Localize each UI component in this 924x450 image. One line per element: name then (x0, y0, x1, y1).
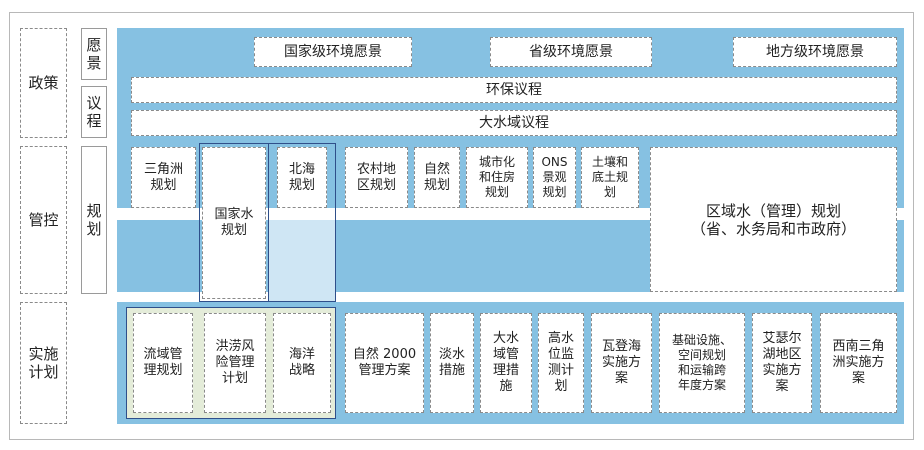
subrow-label-planning: 规 划 (81, 146, 107, 294)
impl-basin: 流域管 理规划 (133, 313, 193, 413)
vision-national: 国家级环境愿景 (254, 37, 412, 67)
row-label-policy: 政策 (20, 28, 67, 138)
plan-north-sea: 北海 规划 (277, 147, 327, 208)
highlight-column-north-sea-outline (268, 143, 336, 302)
highlight-column-north-sea (268, 220, 335, 302)
impl-flood: 洪涝风 险管理 计划 (204, 313, 266, 413)
impl-infra: 基础设施、 空间规划 和运输跨 年度方案 (659, 313, 745, 413)
plan-national-water: 国家水 规划 (202, 147, 266, 299)
impl-wadden: 瓦登海 实施方 案 (591, 313, 652, 413)
impl-ijssel: 艾瑟尔 湖地区 实施方 案 (752, 313, 812, 413)
impl-ocean: 海洋 战略 (273, 313, 331, 413)
plan-ons: ONS 景观 规划 (533, 147, 576, 208)
impl-highwater: 高水 位监 测计 划 (538, 313, 584, 413)
impl-nature2000: 自然 2000 管理方案 (345, 313, 424, 413)
plan-nature: 自然 规划 (414, 147, 460, 208)
agenda-environment: 环保议程 (131, 77, 897, 103)
subrow-label-vision: 愿 景 (81, 28, 107, 80)
impl-sw-delta: 西南三角 洲实施方 案 (820, 313, 897, 413)
vision-local: 地方级环境愿景 (733, 37, 897, 67)
impl-bigwater: 大水 域管 理措 施 (480, 313, 532, 413)
plan-delta: 三角洲 规划 (131, 147, 196, 208)
plan-rural: 农村地 区规划 (345, 147, 408, 208)
plan-urban: 城市化 和住房 规划 (466, 147, 528, 208)
impl-freshwater: 淡水 措施 (430, 313, 474, 413)
row-label-control: 管控 (20, 146, 67, 294)
row-label-implementation: 实施 计划 (20, 302, 67, 424)
plan-regional: 区域水（管理）规划 （省、水务局和市政府） (650, 147, 897, 292)
vision-provincial: 省级环境愿景 (490, 37, 652, 67)
subrow-label-agenda: 议 程 (81, 86, 107, 138)
agenda-big-water: 大水域议程 (131, 110, 897, 136)
plan-soil: 土壤和 底土规 划 (581, 147, 639, 208)
